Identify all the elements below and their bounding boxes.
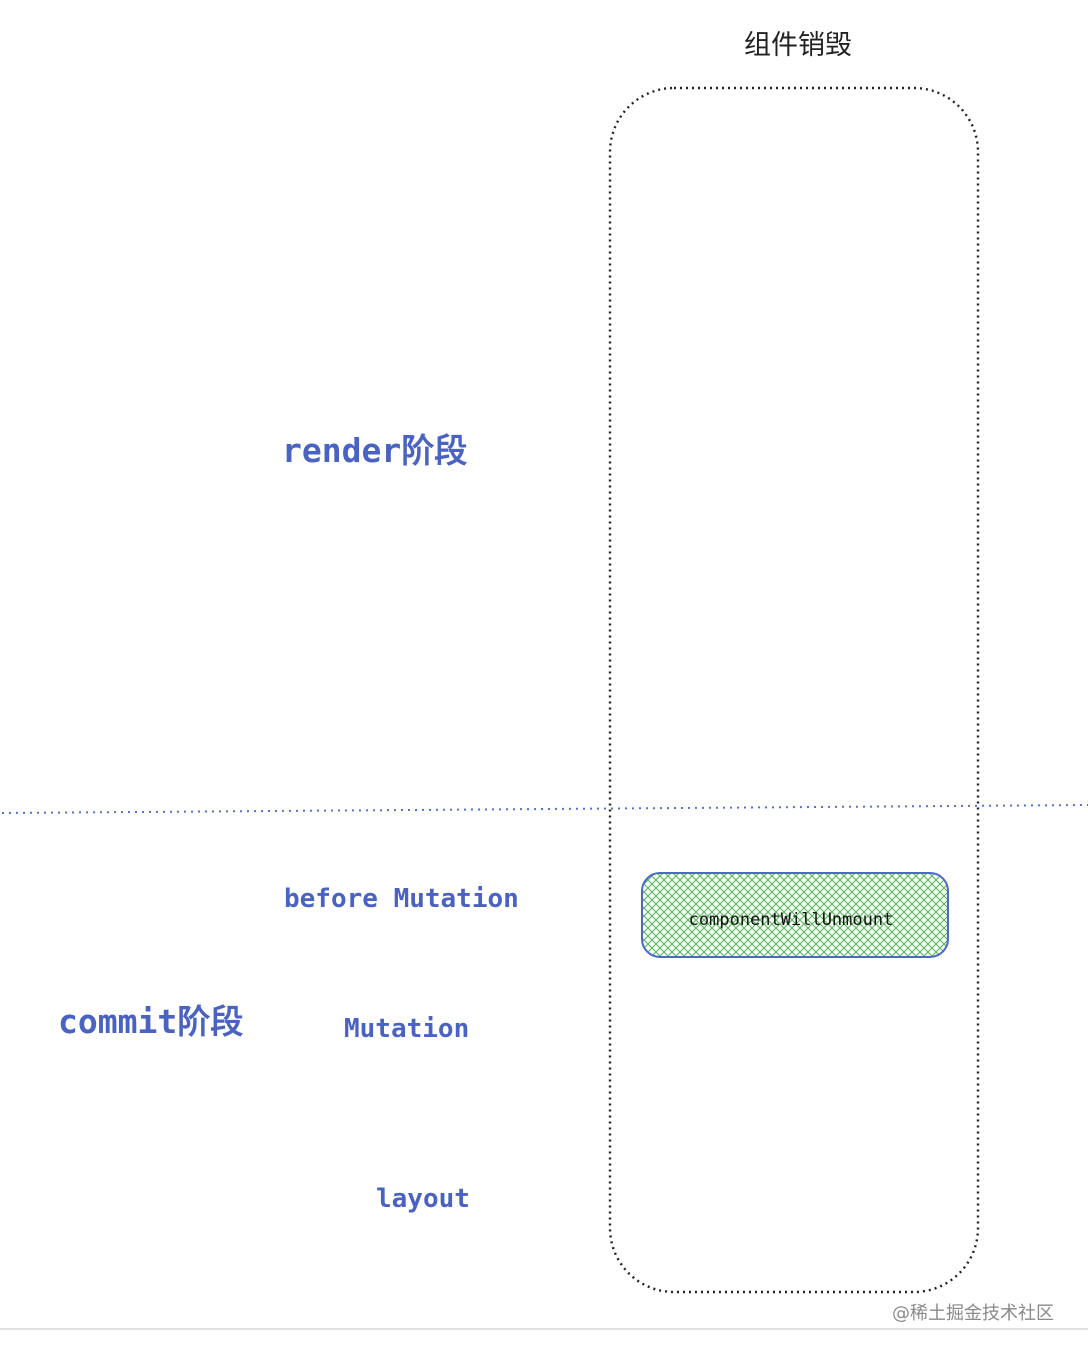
commit-phase-label: commit阶段 bbox=[58, 1002, 243, 1041]
column-title: 组件销毁 bbox=[744, 30, 852, 61]
unmount-column bbox=[608, 86, 980, 1294]
watermark: @稀土掘金技术社区 bbox=[892, 1303, 1054, 1324]
component-will-unmount-box bbox=[641, 872, 949, 958]
phase-divider bbox=[1, 804, 1088, 814]
component-will-unmount-label: componentWillUnmount bbox=[689, 910, 894, 930]
before-mutation-label: before Mutation bbox=[284, 884, 519, 914]
render-phase-label: render阶段 bbox=[282, 431, 467, 470]
mutation-label: Mutation bbox=[344, 1014, 469, 1044]
layout-label: layout bbox=[376, 1184, 470, 1214]
